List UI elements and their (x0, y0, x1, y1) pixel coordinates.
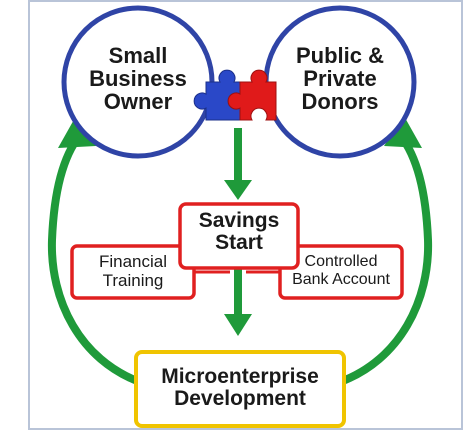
center-arrow-bottom-head (224, 314, 252, 336)
owner-label-line-1: Small (108, 43, 168, 68)
micro-label-line-2: Development (174, 387, 306, 411)
owner-label: Small Business Owner (78, 44, 198, 113)
donors-label-line-2: Private (303, 66, 377, 92)
savings-label-line-1: Savings (198, 209, 280, 232)
micro-box (134, 350, 346, 428)
right-loop-arrowhead (384, 116, 422, 148)
left-margin-strip (0, 0, 28, 436)
account-label-line-1: Controlled (304, 253, 378, 270)
micro-label-line-1: Microenterprise (161, 365, 319, 388)
donors-label: Public & Private Donors (278, 44, 402, 113)
training-label: Financial Training (72, 252, 194, 290)
training-label-line-2: Training (102, 270, 164, 290)
right-loop-arrow (336, 131, 433, 386)
savings-label-line-2: Start (215, 231, 263, 255)
donors-label-line-3: Donors (301, 89, 379, 115)
account-label-line-2: Bank Account (292, 270, 390, 288)
savings-box (178, 202, 300, 270)
center-arrow-top-head (224, 180, 252, 200)
micro-label: Microenterprise Development (136, 365, 344, 411)
puzzle-piece-red-icon (227, 69, 277, 121)
savings-label: Savings Start (180, 209, 298, 255)
owner-label-line-2: Business (89, 66, 187, 92)
training-label-line-1: Financial (98, 252, 168, 271)
left-loop-arrow (47, 131, 144, 386)
owner-label-line-3: Owner (103, 89, 173, 115)
left-loop-arrowhead (58, 116, 96, 148)
account-label: Controlled Bank Account (278, 253, 404, 288)
donors-label-line-1: Public & (295, 43, 384, 68)
